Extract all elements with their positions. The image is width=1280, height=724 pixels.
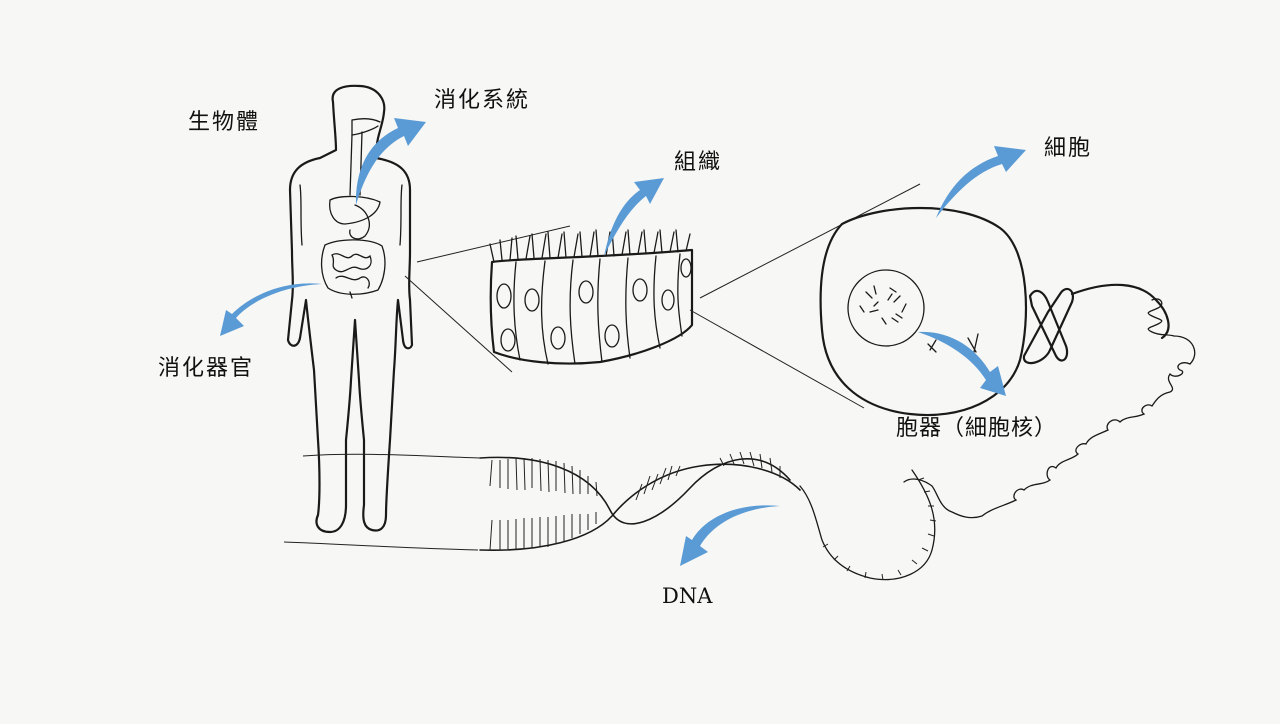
- human-body-outline: [288, 86, 412, 532]
- digestive-organ-label: 消化器官: [158, 358, 254, 380]
- tissue-label: 組織: [674, 152, 722, 174]
- arrow-nucleus-to-organelle: [918, 332, 1006, 396]
- digestive-system-label: 消化系統: [434, 90, 530, 112]
- organism-label: 生物體: [188, 112, 260, 134]
- tissue-drawing: [490, 230, 692, 364]
- arrow-helix-to-dna: [680, 505, 780, 566]
- dna-label: DNA: [662, 586, 712, 607]
- cell-label: 細胞: [1044, 138, 1092, 160]
- dna-helix-drawing: [284, 452, 800, 550]
- chromosome-drawing: [1024, 285, 1169, 363]
- organelle-label: 胞器（細胞核）: [896, 418, 1057, 440]
- zoom-lines-tissue-cell: [690, 184, 920, 408]
- arrow-cell-label: [936, 146, 1026, 218]
